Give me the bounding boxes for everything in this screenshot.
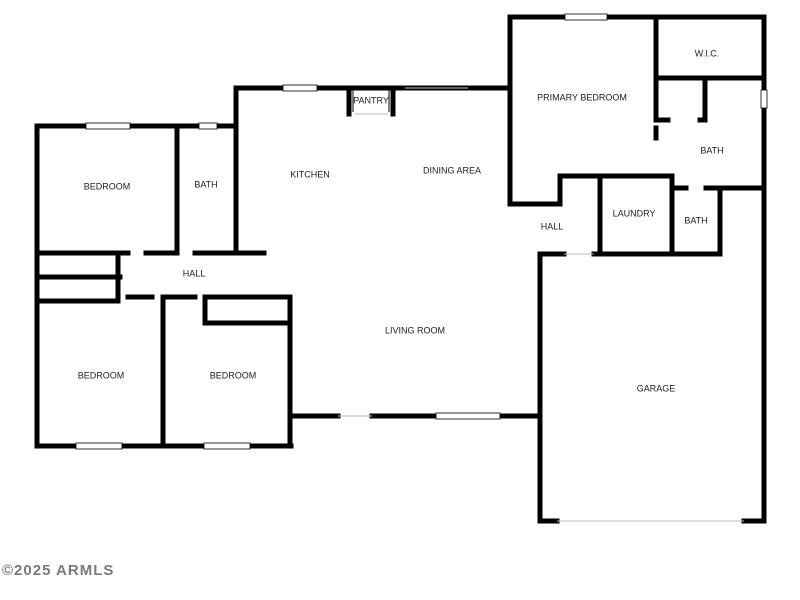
- window: [198, 122, 218, 130]
- window: [760, 89, 768, 109]
- room-label-bath-small: BATH: [684, 215, 707, 225]
- window: [203, 442, 251, 450]
- window: [282, 84, 318, 92]
- room-label-pantry: PANTRY: [353, 95, 389, 105]
- room-label-primary-bedroom: PRIMARY BEDROOM: [537, 92, 627, 102]
- room-label-bath-left: BATH: [194, 179, 217, 189]
- room-label-laundry: LAUNDRY: [613, 208, 656, 218]
- room-label-garage: GARAGE: [637, 383, 676, 393]
- room-label-bath-primary: BATH: [700, 145, 723, 155]
- watermark: ©2025 ARMLS: [2, 562, 115, 579]
- room-label-bedroom-bottom-middle: BEDROOM: [210, 370, 257, 380]
- window: [85, 122, 131, 130]
- room-label-bedroom-bottom-left: BEDROOM: [78, 370, 125, 380]
- room-label-kitchen: KITCHEN: [290, 169, 330, 179]
- room-label-wic: W.I.C.: [695, 48, 720, 58]
- window: [435, 412, 501, 420]
- window: [75, 442, 123, 450]
- room-label-hall-left: HALL: [183, 268, 206, 278]
- walls: [34, 14, 767, 524]
- room-label-bedroom-top-left: BEDROOM: [84, 181, 131, 191]
- windows: [75, 13, 768, 450]
- room-label-dining-area: DINING AREA: [423, 165, 481, 175]
- openings: [338, 87, 744, 522]
- room-label-hall-center: HALL: [541, 221, 564, 231]
- room-label-living-room: LIVING ROOM: [385, 325, 445, 335]
- window: [564, 13, 608, 21]
